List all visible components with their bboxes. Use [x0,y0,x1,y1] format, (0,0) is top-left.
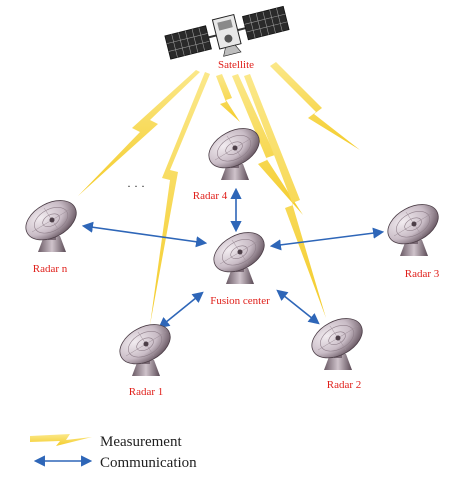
double-arrow-icon [81,221,208,248]
measurement-beams [78,62,360,325]
lightning-bolt-icon [216,74,240,122]
legend-measurement-label: Measurement [100,434,182,450]
radar-dish-icon [380,196,446,257]
communication-links [81,187,385,329]
satellite-body [211,13,242,57]
radar-3 [380,196,446,257]
lightning-bolt-icon [30,434,92,446]
ellipsis: · · · [127,179,145,193]
radar-1-label: Radar 1 [129,386,164,398]
satellite-icon [164,5,290,60]
double-arrow-icon [276,289,320,325]
radar-3-label: Radar 3 [405,268,440,280]
lightning-bolt-icon [232,74,303,215]
lightning-bolt-icon [244,74,326,318]
solar-panel-left [164,25,212,60]
legend-communication-label: Communication [100,455,197,471]
fusion-center [206,224,272,285]
radar-n [18,192,84,253]
legend: Measurement Communication [30,434,197,471]
double-arrow-icon [269,227,385,251]
radar-1 [112,316,178,377]
radar-2-label: Radar 2 [327,379,362,391]
radar-dish-icon [112,316,178,377]
radar-dish-icon [18,192,84,253]
solar-panel-right [242,5,290,41]
double-arrow-icon [158,291,204,329]
satellite-label: Satellite [218,59,254,71]
radar-dish-icon [206,224,272,285]
radar-4-label: Radar 4 [193,190,228,202]
lightning-bolt-icon [270,62,360,150]
lightning-bolt-icon [78,70,200,196]
radar-n-label: Radar n [33,263,68,275]
fusion-center-label: Fusion center [210,295,270,307]
